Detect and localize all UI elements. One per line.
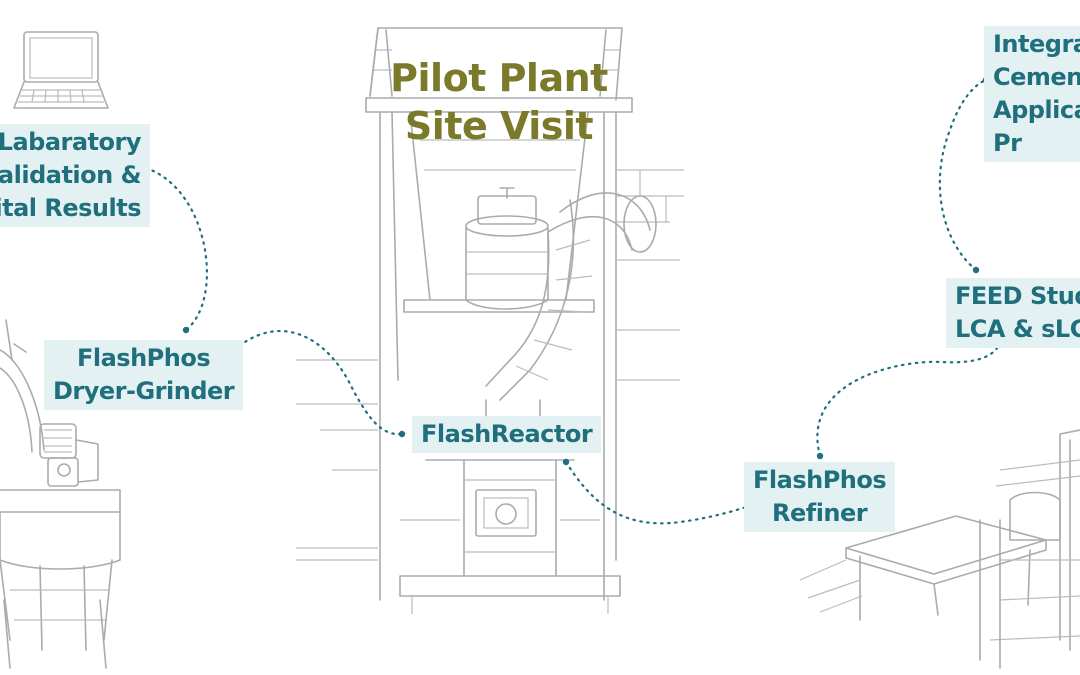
node-integrated-cement: Integra Cemen Applica Pr	[984, 26, 1080, 162]
page-title: Pilot Plant Site Visit	[390, 56, 608, 148]
refiner-sketch	[799, 429, 1080, 669]
connector-reactor-refiner	[564, 460, 752, 525]
node-dryer-grinder: FlashPhos Dryer-Grinder	[44, 340, 244, 410]
connector-feed-cement	[938, 78, 988, 272]
node-laboratory-validation: Labaratory Validation & igital Results	[0, 124, 150, 227]
connector-dryer-reactor	[222, 330, 404, 436]
node-flashreactor: FlashReactor	[412, 416, 602, 453]
node-feed-study: FEED Stud LCA & sLC	[946, 278, 1080, 348]
laptop-icon	[13, 31, 109, 109]
dryer-grinder-sketch	[0, 319, 121, 669]
connector-lab-dryer	[144, 166, 209, 332]
connector-refiner-feed	[816, 332, 1004, 458]
node-refiner: FlashPhos Refiner	[744, 462, 896, 532]
reactor-tower-sketch	[296, 27, 684, 614]
